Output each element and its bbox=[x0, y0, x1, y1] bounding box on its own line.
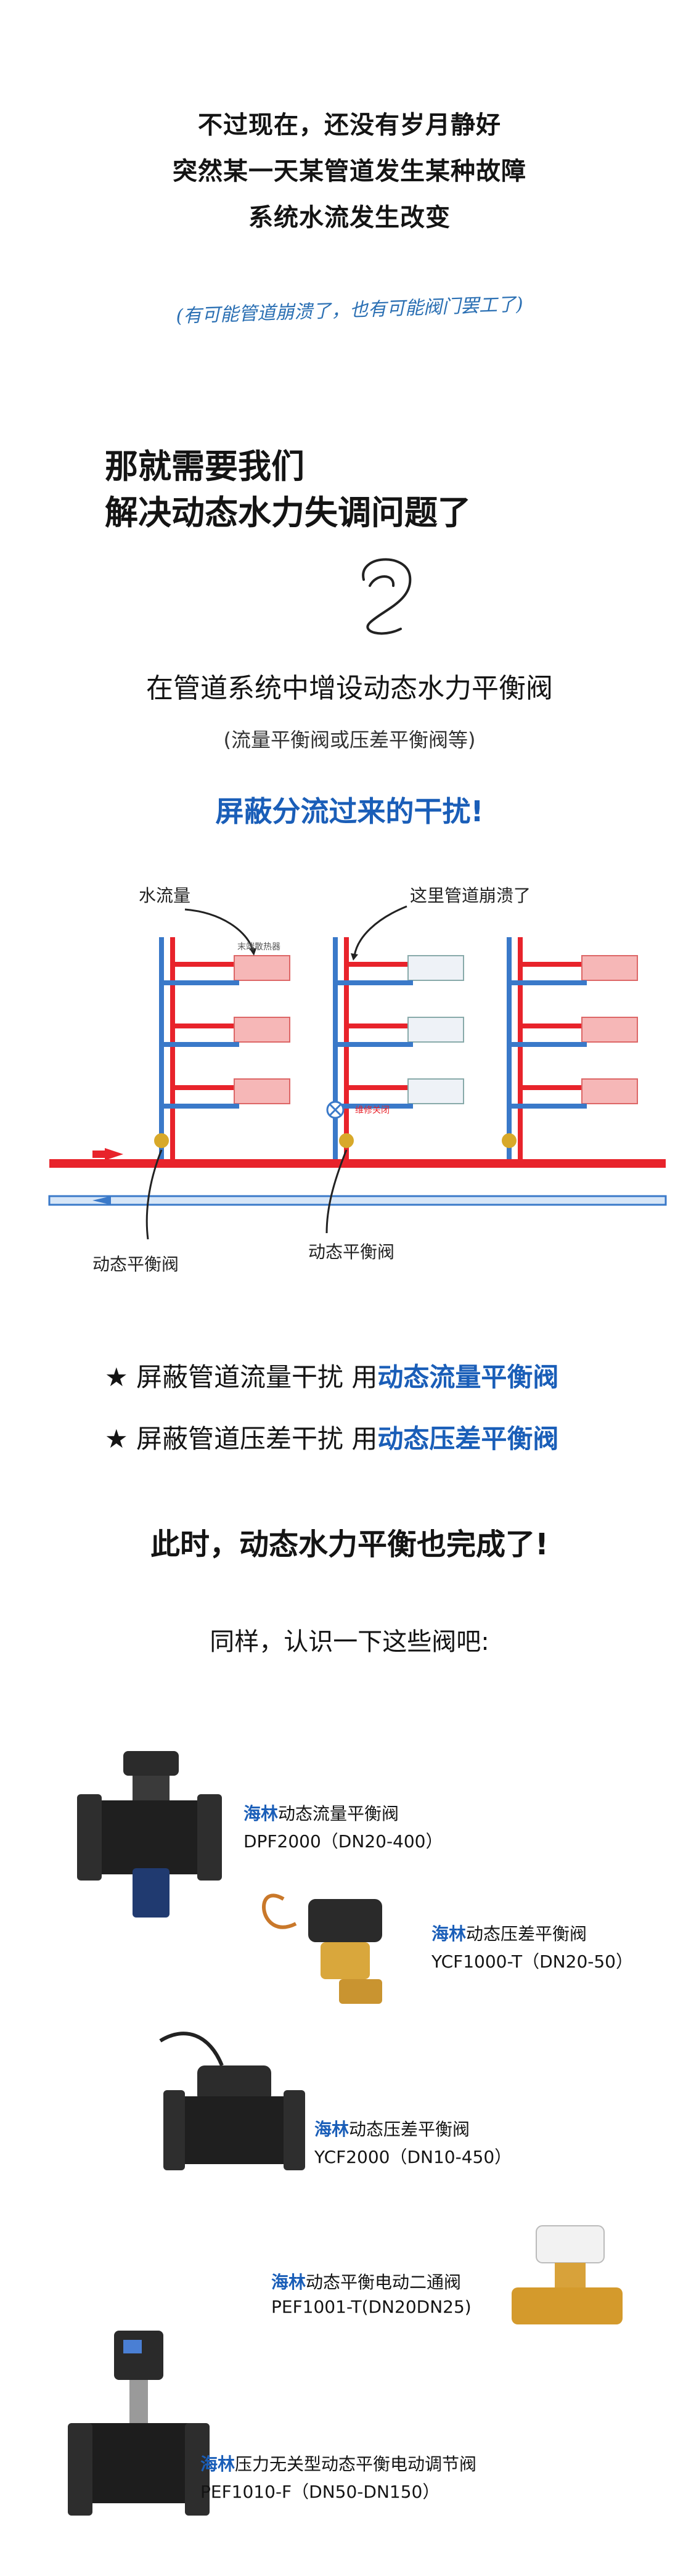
return-main-pipe bbox=[48, 1195, 667, 1206]
label-valve-1: 动态平衡阀 bbox=[92, 1254, 179, 1274]
bullet-flow-highlight: 动态流量平衡阀 bbox=[377, 1362, 559, 1392]
radiator-row bbox=[333, 955, 464, 985]
piping-diagram: 水流量 这里管道崩溃了 末端散热器 维修关闭 动态平衡阀 动态平衡阀 bbox=[48, 885, 667, 1274]
label-radiator: 末端散热器 bbox=[237, 942, 280, 952]
label-burst: 这里管道崩溃了 bbox=[410, 885, 531, 906]
product-name-1: 动态流量平衡阀 bbox=[278, 1803, 399, 1824]
radiator-row bbox=[507, 1078, 638, 1109]
product-title-3: 海林动态压差平衡阀 bbox=[314, 2116, 470, 2141]
radiator-row bbox=[159, 1017, 290, 1047]
product-model-1: DPF2000（DN20-400） bbox=[243, 1831, 443, 1852]
product-image-1 bbox=[77, 1751, 222, 1918]
solution-headline: 屏蔽分流过来的干扰! bbox=[215, 795, 484, 828]
bullet-flow: ★ 屏蔽管道流量干扰 用动态流量平衡阀 bbox=[105, 1356, 558, 1394]
question-mark-icon bbox=[362, 558, 412, 635]
product-model-2: YCF1000-T（DN20-50） bbox=[431, 1951, 633, 1972]
radiator-row bbox=[507, 955, 638, 985]
balance-valve-icon bbox=[154, 1133, 169, 1148]
balance-valve-icon bbox=[339, 1133, 354, 1148]
problem-line-1: 那就需要我们 bbox=[105, 447, 305, 486]
radiator-row bbox=[159, 1078, 290, 1109]
product-title-5: 海林压力无关型动态平衡电动调节阀 bbox=[200, 2451, 476, 2476]
radiator-row bbox=[333, 1017, 464, 1047]
label-flow: 水流量 bbox=[139, 885, 190, 906]
bullet-flow-prefix: ★ 屏蔽管道流量干扰 用 bbox=[105, 1362, 378, 1392]
riser-column-1 bbox=[154, 937, 290, 1159]
product-image-3 bbox=[159, 2032, 305, 2170]
product-name-2: 动态压差平衡阀 bbox=[466, 1924, 587, 1944]
riser-column-3 bbox=[502, 937, 638, 1159]
product-model-3: YCF2000（DN10-450） bbox=[314, 2147, 512, 2167]
intro-line-3: 系统水流发生改变 bbox=[248, 203, 451, 232]
product-image-4 bbox=[512, 2225, 623, 2324]
product-brand-2: 海林 bbox=[431, 1924, 467, 1944]
product-brand-5: 海林 bbox=[200, 2454, 235, 2474]
intro-note: (有可能管道崩溃了，也有可能阀门罢工了) bbox=[175, 293, 524, 327]
product-name-3: 动态压差平衡阀 bbox=[349, 2119, 470, 2139]
solution-main: 在管道系统中增设动态水力平衡阀 bbox=[146, 673, 553, 704]
label-repair: 维修关闭 bbox=[355, 1105, 390, 1115]
valves-intro: 同样，认识一下这些阀吧: bbox=[210, 1628, 489, 1656]
conclusion: 此时，动态水力平衡也完成了! bbox=[150, 1527, 549, 1562]
return-arrow-icon bbox=[92, 1196, 111, 1205]
bullet-pressure: ★ 屏蔽管道压差干扰 用动态压差平衡阀 bbox=[105, 1418, 558, 1456]
riser-column-2 bbox=[326, 937, 464, 1159]
product-name-4: 动态平衡电动二通阀 bbox=[306, 2272, 462, 2292]
product-title-1: 海林动态流量平衡阀 bbox=[243, 1800, 399, 1825]
product-brand-1: 海林 bbox=[243, 1803, 279, 1824]
product-image-5 bbox=[68, 2331, 210, 2516]
radiator-row bbox=[333, 1078, 464, 1109]
product-brand-4: 海林 bbox=[271, 2272, 306, 2292]
supply-arrow-icon bbox=[105, 1148, 123, 1160]
intro-line-2: 突然某一天某管道发生某种故障 bbox=[173, 157, 526, 186]
problem-line-2: 解决动态水力失调问题了 bbox=[105, 493, 471, 532]
product-model-5: PEF1010-F（DN50-DN150） bbox=[200, 2482, 440, 2502]
product-image-2 bbox=[262, 1893, 382, 2004]
balance-valve-icon bbox=[502, 1133, 517, 1148]
bullet-pressure-highlight: 动态压差平衡阀 bbox=[377, 1424, 559, 1454]
bullet-pressure-prefix: ★ 屏蔽管道压差干扰 用 bbox=[105, 1424, 378, 1454]
product-model-4: PEF1001-T(DN20DN25) bbox=[271, 2297, 472, 2317]
label-valve-2: 动态平衡阀 bbox=[308, 1242, 394, 1262]
product-title-2: 海林动态压差平衡阀 bbox=[431, 1921, 587, 1945]
intro-line-1: 不过现在，还没有岁月静好 bbox=[198, 111, 501, 139]
product-brand-3: 海林 bbox=[314, 2119, 350, 2139]
radiator-row bbox=[507, 1017, 638, 1047]
product-title-4: 海林动态平衡电动二通阀 bbox=[271, 2269, 461, 2294]
product-name-5: 压力无关型动态平衡电动调节阀 bbox=[235, 2454, 477, 2474]
radiator-row bbox=[159, 955, 290, 985]
solution-sub: (流量平衡阀或压差平衡阀等) bbox=[223, 728, 476, 752]
supply-main-pipe bbox=[49, 1159, 666, 1168]
